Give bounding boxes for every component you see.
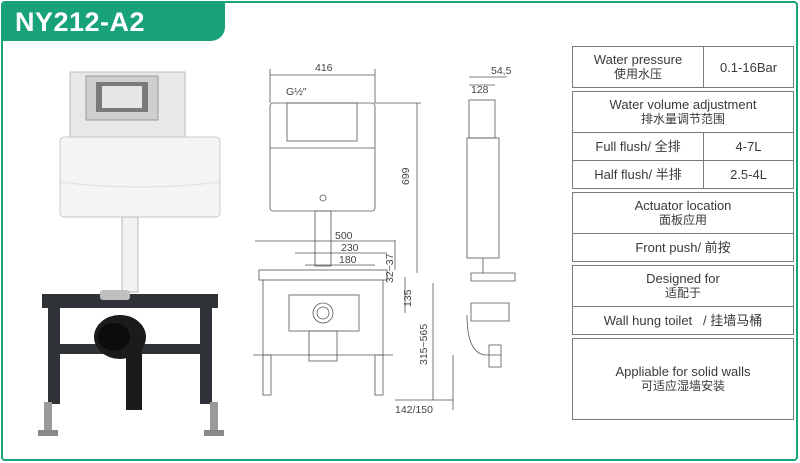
dim-54-5: 54,5 [491,65,512,77]
dim-699: 699 [400,167,412,185]
dim-128: 128 [471,84,489,96]
actuator-value: Front push/ 前按 [635,240,731,255]
dim-416: 416 [315,62,333,74]
actuator-box: Actuator location 面板应用 Front push/ 前按 [572,192,794,262]
dim-500: 500 [335,230,353,242]
half-flush-label: Half flush/ 半排 [573,161,704,188]
dim-135: 135 [402,289,414,307]
applicable-box: Appliable for solid walls 可适应湿墙安装 [572,338,794,420]
water-pressure-value: 0.1-16Bar [719,59,778,75]
designed-value: Wall hung toilet / 挂墙马桶 [603,313,763,328]
designed-title: Designed for [646,271,720,286]
designed-box: Designed for 适配于 Wall hung toilet / 挂墙马桶 [572,265,794,335]
water-volume-title-cn: 排水量调节范围 [640,112,725,126]
applicable-line2: 可适应湿墙安装 [640,379,725,393]
actuator-title: Actuator location [634,198,732,213]
water-volume-title: Water volume adjustment [609,97,757,112]
actuator-title-cn: 面板应用 [658,213,707,227]
applicable-cell: Appliable for solid walls 可适应湿墙安装 [573,362,793,396]
product-photo [38,71,224,436]
water-pressure-label-cn: 使用水压 [613,67,662,81]
model-title-bar: NY212-A2 [3,3,225,41]
designed-title-cell: Designed for 适配于 [573,269,793,303]
water-pressure-label-cell: Water pressure 使用水压 [573,47,704,87]
water-pressure-label: Water pressure [593,52,683,67]
thread-label: G½" [286,86,307,98]
water-volume-title-cell: Water volume adjustment 排水量调节范围 [573,95,793,129]
full-flush-label: Full flush/ 全排 [573,133,704,160]
applicable-line1: Appliable for solid walls [615,364,751,379]
dim-180: 180 [339,254,357,266]
dim-32-37: 32~37 [384,253,396,283]
dim-142-150: 142/150 [395,404,433,416]
spec-panel: Water pressure 使用水压 0.1-16Bar Water volu… [572,46,794,423]
full-flush-value: 4-7L [735,139,762,154]
half-flush-value: 2.5-4L [730,167,767,182]
dim-315-565: 315~565 [418,324,430,365]
actuator-title-cell: Actuator location 面板应用 [573,196,793,230]
designed-title-cn: 适配于 [664,286,701,300]
water-pressure-box: Water pressure 使用水压 0.1-16Bar [572,46,794,88]
model-name: NY212-A2 [15,6,146,37]
dim-230: 230 [341,242,359,254]
technical-drawing: 416 G½" 699 500 230 180 32~37 135 315~56… [253,62,516,416]
water-volume-box: Water volume adjustment 排水量调节范围 Full flu… [572,91,794,189]
